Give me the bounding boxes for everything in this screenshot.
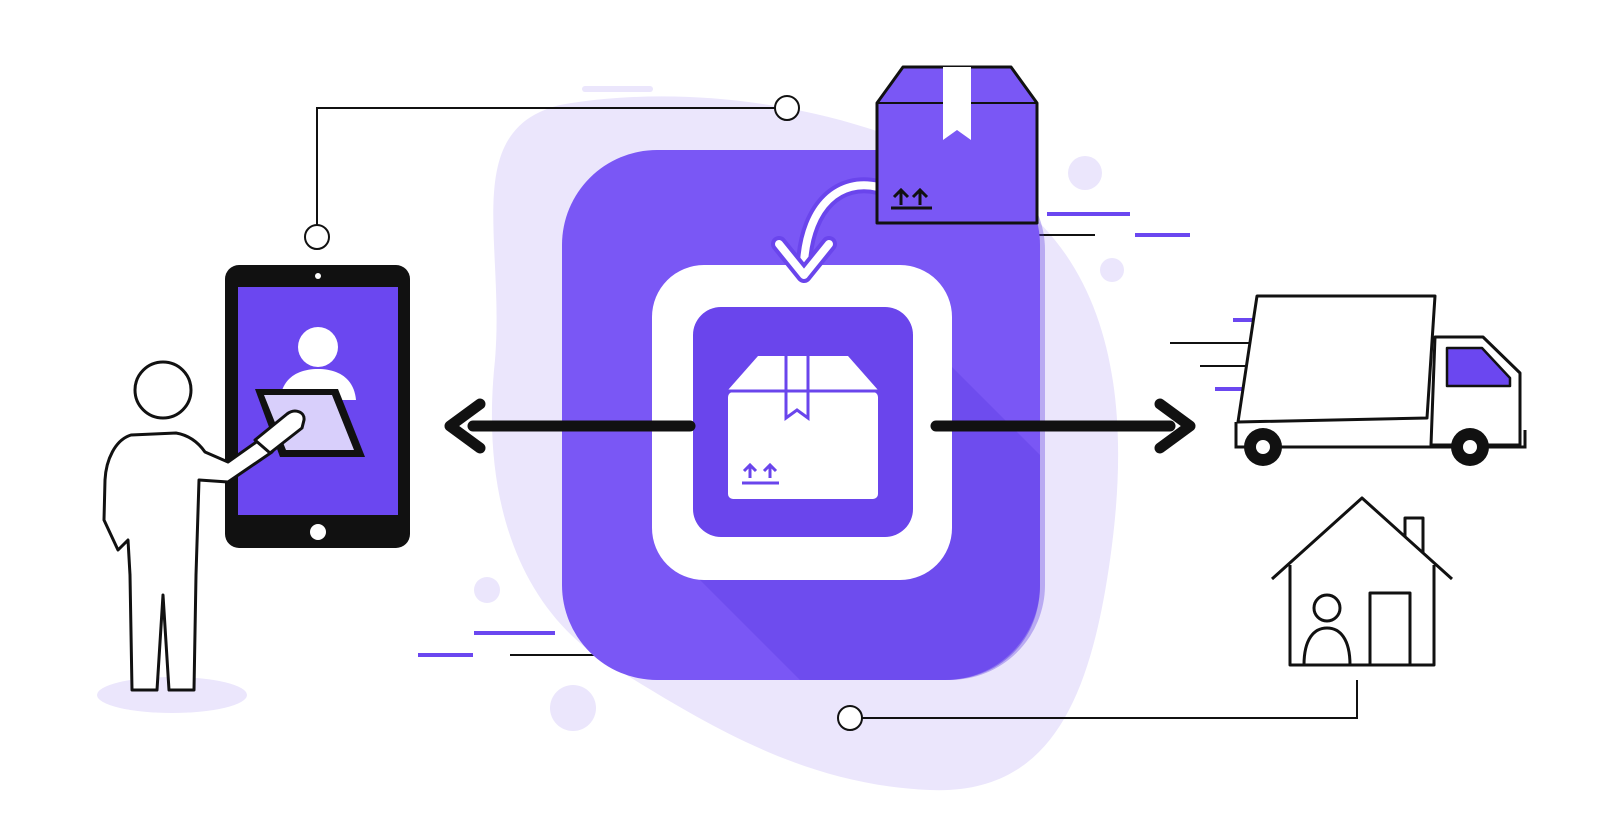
- person-hand: [253, 409, 306, 455]
- truck-window: [1445, 346, 1512, 388]
- house-person-body: [1302, 626, 1352, 666]
- house-chimney: [1403, 516, 1425, 553]
- truck-chassis: [1234, 422, 1527, 449]
- decor-dot: [1100, 258, 1124, 282]
- this-side-up-icon: [742, 462, 779, 485]
- decorative-dots: [474, 86, 1124, 731]
- person-head: [133, 360, 193, 420]
- connector-tablet-to-top: [316, 107, 777, 225]
- house-walls: [1288, 565, 1436, 667]
- box-lid: [728, 356, 878, 390]
- decor-dot: [1068, 156, 1102, 190]
- box-tape: [784, 356, 810, 421]
- decor-dot: [550, 685, 596, 731]
- box-body: [728, 392, 878, 499]
- tablet-home-button: [310, 524, 326, 540]
- house-door: [1368, 591, 1412, 667]
- delivery-truck-icon: [1170, 294, 1527, 466]
- truck-wheel: [1244, 428, 1282, 466]
- connector-node: [304, 224, 330, 250]
- arrow-left-icon: [444, 398, 696, 454]
- house-roof: [1270, 496, 1454, 581]
- truck-cargo: [1236, 294, 1437, 424]
- connector-node: [837, 705, 863, 731]
- person-body: [102, 420, 290, 692]
- connector-node: [774, 95, 800, 121]
- house-icon: [1270, 496, 1454, 667]
- parcel-tape: [943, 67, 971, 140]
- tablet-camera: [315, 273, 321, 279]
- box-icon: [728, 356, 878, 499]
- decor-dot: [474, 577, 500, 603]
- this-side-up-icon: [891, 187, 932, 210]
- parcel-icon: [875, 65, 1039, 225]
- arrow-right-icon: [930, 398, 1196, 454]
- curved-arrow-icon: [771, 177, 886, 283]
- truck-wheel: [1451, 428, 1489, 466]
- house-person-head: [1312, 593, 1342, 623]
- connector-house-to-bottom: [860, 680, 1358, 719]
- person-icon: [97, 360, 365, 713]
